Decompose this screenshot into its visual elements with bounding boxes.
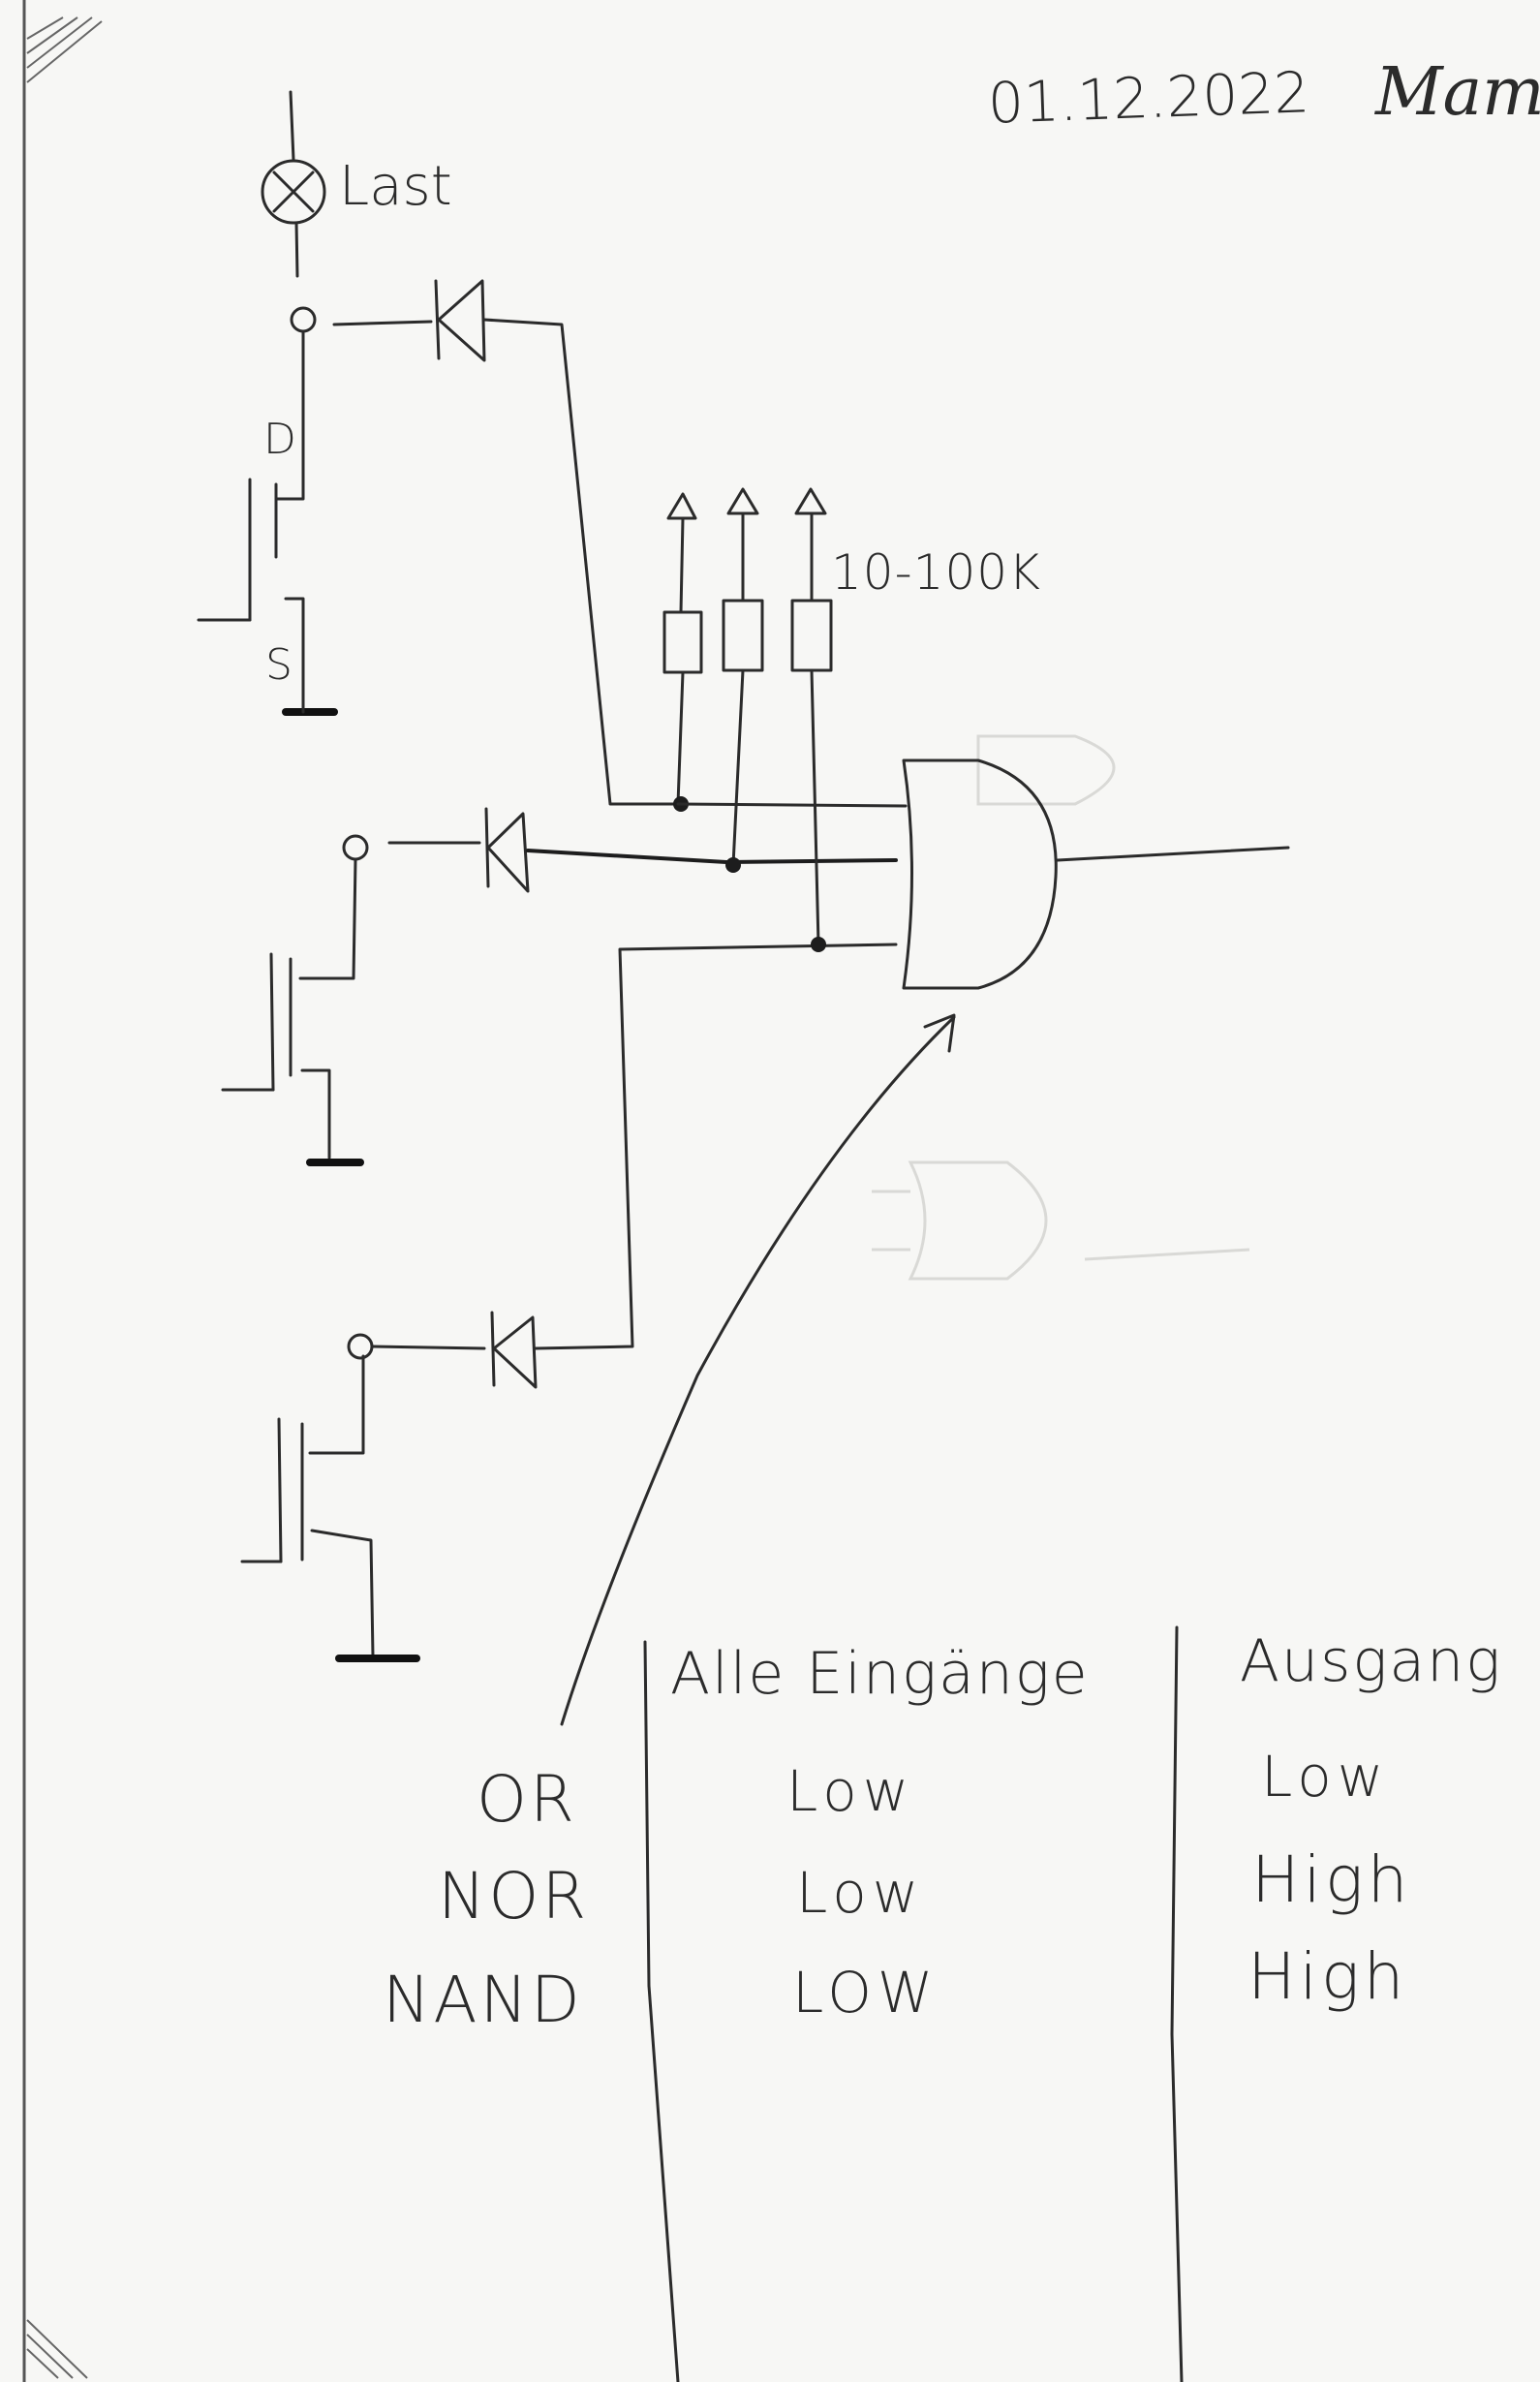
- table-header-output: Ausgang: [1240, 1627, 1503, 1695]
- row-nor-gate: NOR: [438, 1859, 590, 1933]
- row-or-inputs: Low: [786, 1758, 915, 1824]
- load-label: Last: [339, 155, 452, 218]
- row-nand-inputs: LOW: [792, 1960, 939, 2026]
- row-nand-gate: NAND: [383, 1963, 583, 2037]
- row-or-gate: OR: [477, 1762, 577, 1837]
- diode-1: [332, 279, 680, 806]
- diode-2: [387, 807, 898, 893]
- diode-3: [371, 943, 898, 1389]
- pullup-resistors: [662, 487, 833, 946]
- corner-hatch-top: [26, 16, 103, 83]
- lamp-load-icon: [261, 90, 326, 278]
- row-nand-output: High: [1247, 1939, 1408, 2014]
- date-label: 01.12.2022: [986, 59, 1311, 137]
- source-label: S: [265, 640, 293, 690]
- resistor-value-label: 10-100K: [831, 544, 1041, 601]
- table-rules: [643, 1625, 1184, 2382]
- drain-label: D: [263, 415, 296, 464]
- signature: Mam: [1375, 54, 1540, 131]
- mosfet-1-symbol: [197, 306, 338, 716]
- ghost-sketch: [872, 734, 1250, 1281]
- corner-hatch-bottom: [26, 2319, 88, 2379]
- junction-dots: [673, 796, 826, 952]
- mosfet-2-symbol: [221, 834, 369, 1166]
- row-nor-inputs: Low: [796, 1860, 925, 1926]
- row-nor-output: High: [1251, 1842, 1412, 1917]
- table-header-inputs: Alle Eingänge: [670, 1640, 1090, 1708]
- row-or-output: Low: [1261, 1744, 1390, 1810]
- and-gate-symbol: [676, 758, 1290, 990]
- annotation-arrow: [560, 1013, 956, 1726]
- mosfet-3-symbol: [240, 1333, 420, 1662]
